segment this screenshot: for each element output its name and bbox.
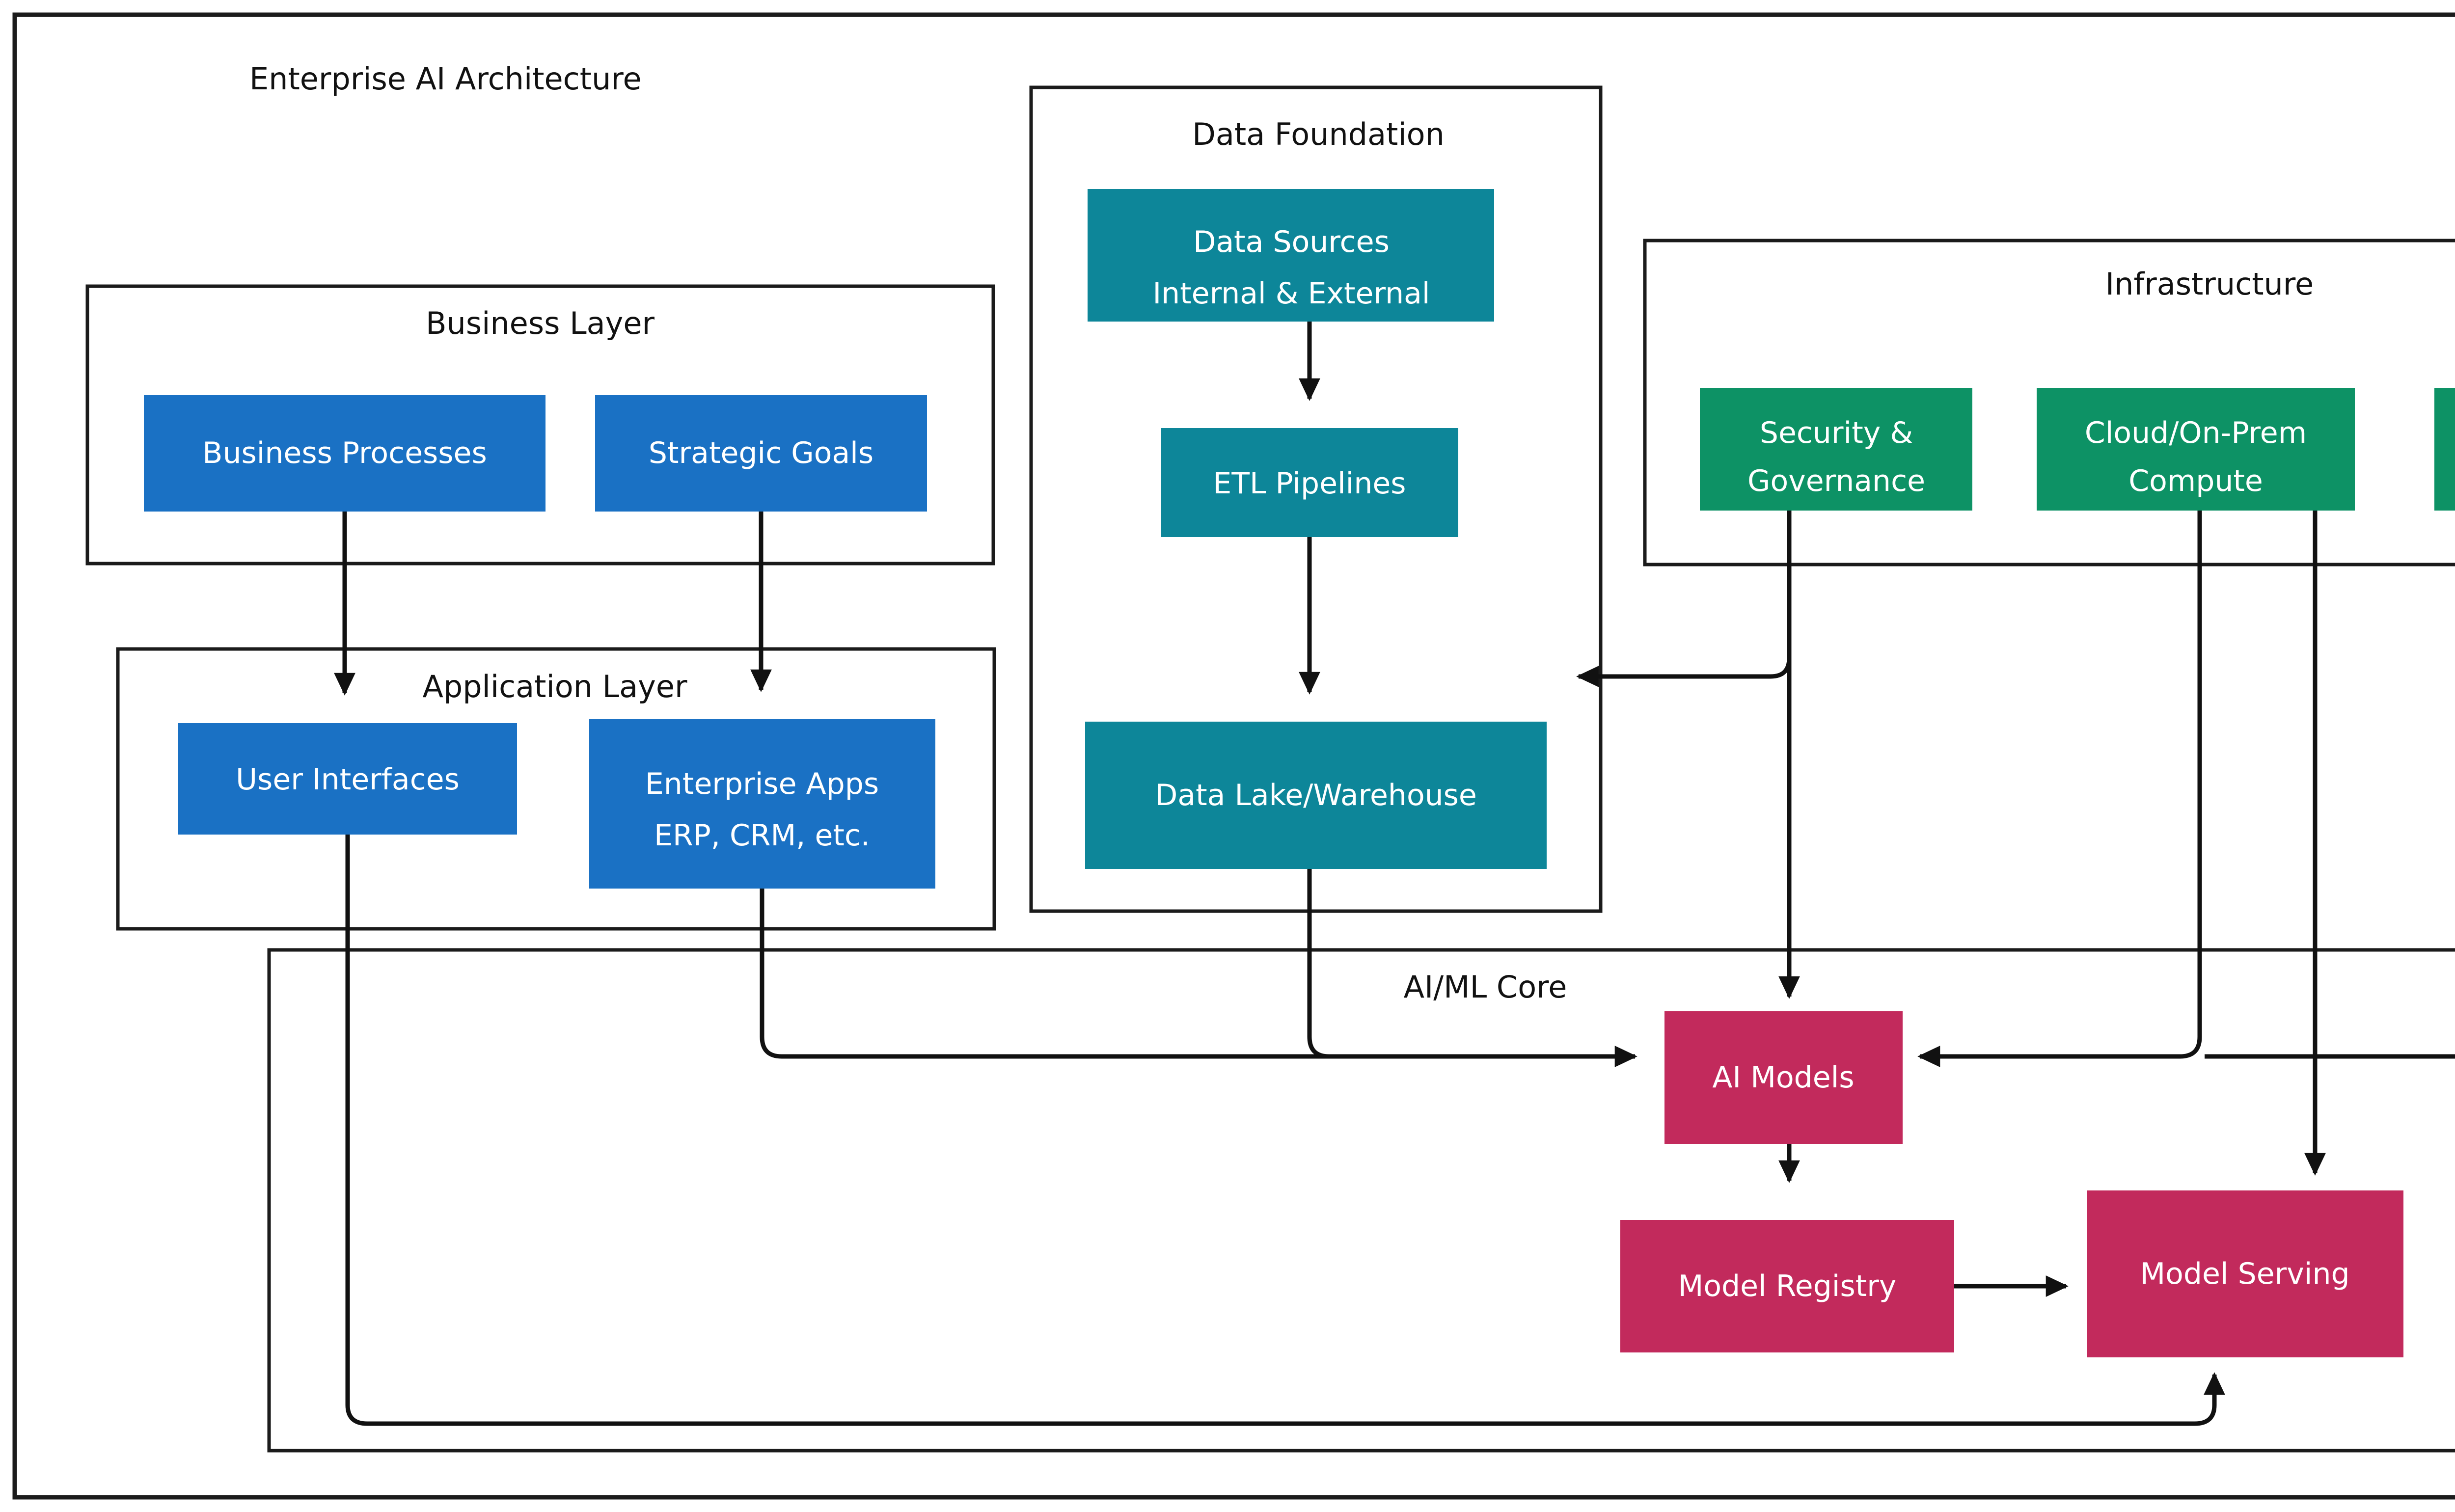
edge-cloud-compute-to-ai-models xyxy=(1917,511,2202,1067)
page-title: Enterprise AI Architecture xyxy=(249,61,642,97)
edge-enterprise-apps-to-ai-models xyxy=(760,889,1637,1067)
node-data-sources[interactable] xyxy=(1088,189,1494,265)
node-security-governance-label-line2: Governance xyxy=(1747,464,1925,498)
node-etl-pipelines-label: ETL Pipelines xyxy=(1213,466,1406,501)
node-cloud-onprem-compute-label-line2: Compute xyxy=(2128,464,2263,498)
group-data-foundation xyxy=(1029,85,1603,913)
edge-data-lake-to-ai-models xyxy=(1307,869,1635,1059)
group-business-layer-label: Business Layer xyxy=(426,305,655,341)
edge-security-governance-to-data-lake xyxy=(1576,511,1792,687)
node-data-lake-warehouse-label: Data Lake/Warehouse xyxy=(1155,778,1477,812)
group-aiml-core-label: AI/ML Core xyxy=(1404,969,1567,1005)
group-application-layer xyxy=(116,647,996,931)
node-user-interfaces[interactable] xyxy=(178,723,517,835)
group-infrastructure-label: Infrastructure xyxy=(2105,266,2314,302)
node-data-lake-warehouse[interactable] xyxy=(1085,722,1547,869)
node-model-serving-label: Model Serving xyxy=(2140,1257,2349,1291)
node-ai-models-label: AI Models xyxy=(1712,1060,1854,1095)
node-model-registry-label: Model Registry xyxy=(1678,1269,1897,1303)
node-ai-models[interactable] xyxy=(1664,1011,1903,1144)
group-data-foundation-label: Data Foundation xyxy=(1192,116,1445,152)
node-cloud-onprem-compute-label-line1: Cloud/On-Prem xyxy=(2085,416,2307,450)
node-etl-pipelines[interactable] xyxy=(1161,428,1458,537)
node-business-processes[interactable] xyxy=(144,395,546,512)
node-strategic-goals[interactable] xyxy=(595,395,927,512)
node-user-interfaces-label: User Interfaces xyxy=(236,762,460,797)
node-enterprise-apps[interactable] xyxy=(589,719,935,889)
node-data-sources-label-line1: Data Sources xyxy=(1193,225,1390,259)
edge-user-interfaces-to-model-serving xyxy=(345,835,2225,1426)
node-data-sources-label-line1-top: Data Sources xyxy=(1193,225,1390,259)
group-application-layer-label: Application Layer xyxy=(423,669,687,704)
node-strategic-goals-label: Strategic Goals xyxy=(649,436,873,470)
node-cloud-onprem-compute[interactable] xyxy=(2037,388,2355,511)
edge-monitoring-mlops-to-ai-models xyxy=(2205,1054,2455,1059)
node-business-processes-label: Business Processes xyxy=(202,436,487,470)
node-security-governance[interactable] xyxy=(1700,388,1972,511)
group-aiml-core xyxy=(267,948,2455,1453)
node-model-serving[interactable] xyxy=(2087,1190,2403,1357)
node-data-sources-fill-lower xyxy=(1088,265,1494,322)
node-model-registry[interactable] xyxy=(1620,1220,1954,1352)
node-security-governance-label-line1: Security & xyxy=(1760,416,1913,450)
group-infrastructure xyxy=(1643,239,2455,567)
outer-frame xyxy=(12,12,2455,1500)
node-enterprise-apps-label-line1: Enterprise Apps xyxy=(645,767,879,801)
node-monitoring-mlops[interactable] xyxy=(2434,388,2455,511)
node-enterprise-apps-label-line2: ERP, CRM, etc. xyxy=(654,818,870,853)
group-business-layer xyxy=(85,284,995,566)
node-data-sources-label-line2-top: Internal & External xyxy=(1152,276,1430,311)
